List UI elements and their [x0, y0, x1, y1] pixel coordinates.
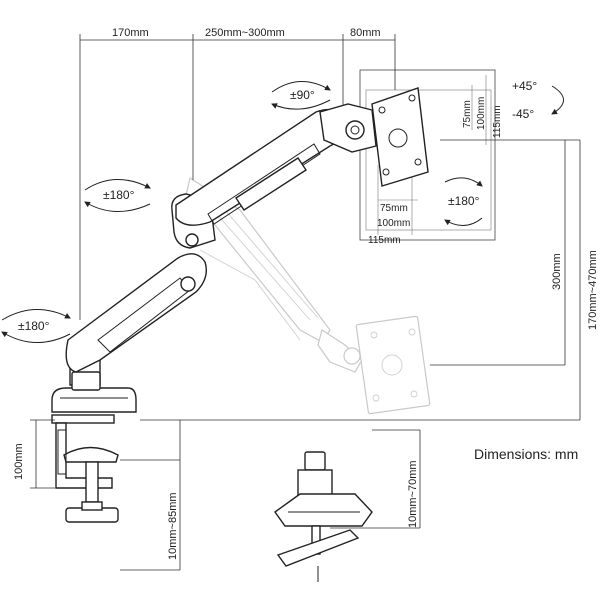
dimension-lines — [30, 34, 581, 571]
rotation-arrow-icon — [1, 309, 71, 343]
rotation-arrow-icon — [271, 81, 331, 110]
tilt-minus45-label: -45° — [512, 107, 534, 121]
rotation-180-lower-label: ±180° — [18, 319, 50, 333]
vesa-115-horizontal-label: 115mm — [368, 235, 401, 246]
vesa-115-vertical-label: 115mm — [492, 105, 503, 138]
dimensions-unit-title: Dimensions: mm — [474, 446, 578, 462]
rotation-arrow-icon — [84, 179, 151, 213]
vesa-100-horizontal-label: 100mm — [377, 218, 410, 229]
tilt-plus45-label: +45° — [512, 79, 537, 93]
height-300-label: 300mm — [551, 253, 563, 290]
vesa-75-horizontal-label: 75mm — [380, 203, 408, 214]
width-80-label: 80mm — [350, 27, 381, 39]
desk-clamp — [51, 414, 119, 523]
clamp-100-label: 100mm — [13, 443, 25, 480]
tilt-arrow-icon — [551, 85, 564, 115]
monitor-arm — [51, 87, 429, 413]
width-250-300-label: 250mm~300mm — [205, 27, 285, 39]
width-170-label: 170mm — [112, 27, 149, 39]
dimension-labels: 170mm 250mm~300mm 80mm ±90° ±180° ±180° … — [13, 27, 599, 560]
height-170-470-label: 170mm~470mm — [587, 250, 599, 330]
rotation-arrow-icon — [444, 177, 483, 226]
vesa-100-vertical-label: 100mm — [476, 97, 487, 130]
rotation-180-upper-label: ±180° — [103, 188, 135, 202]
vesa-75-vertical-label: 75mm — [462, 100, 473, 128]
grommet-10-70-label: 10mm~70mm — [407, 460, 419, 528]
clamp-10-85-label: 10mm~85mm — [167, 492, 179, 560]
rotation-180-head-label: ±180° — [448, 194, 480, 208]
grommet-mount — [274, 451, 373, 582]
rotation-90-label: ±90° — [290, 88, 315, 102]
